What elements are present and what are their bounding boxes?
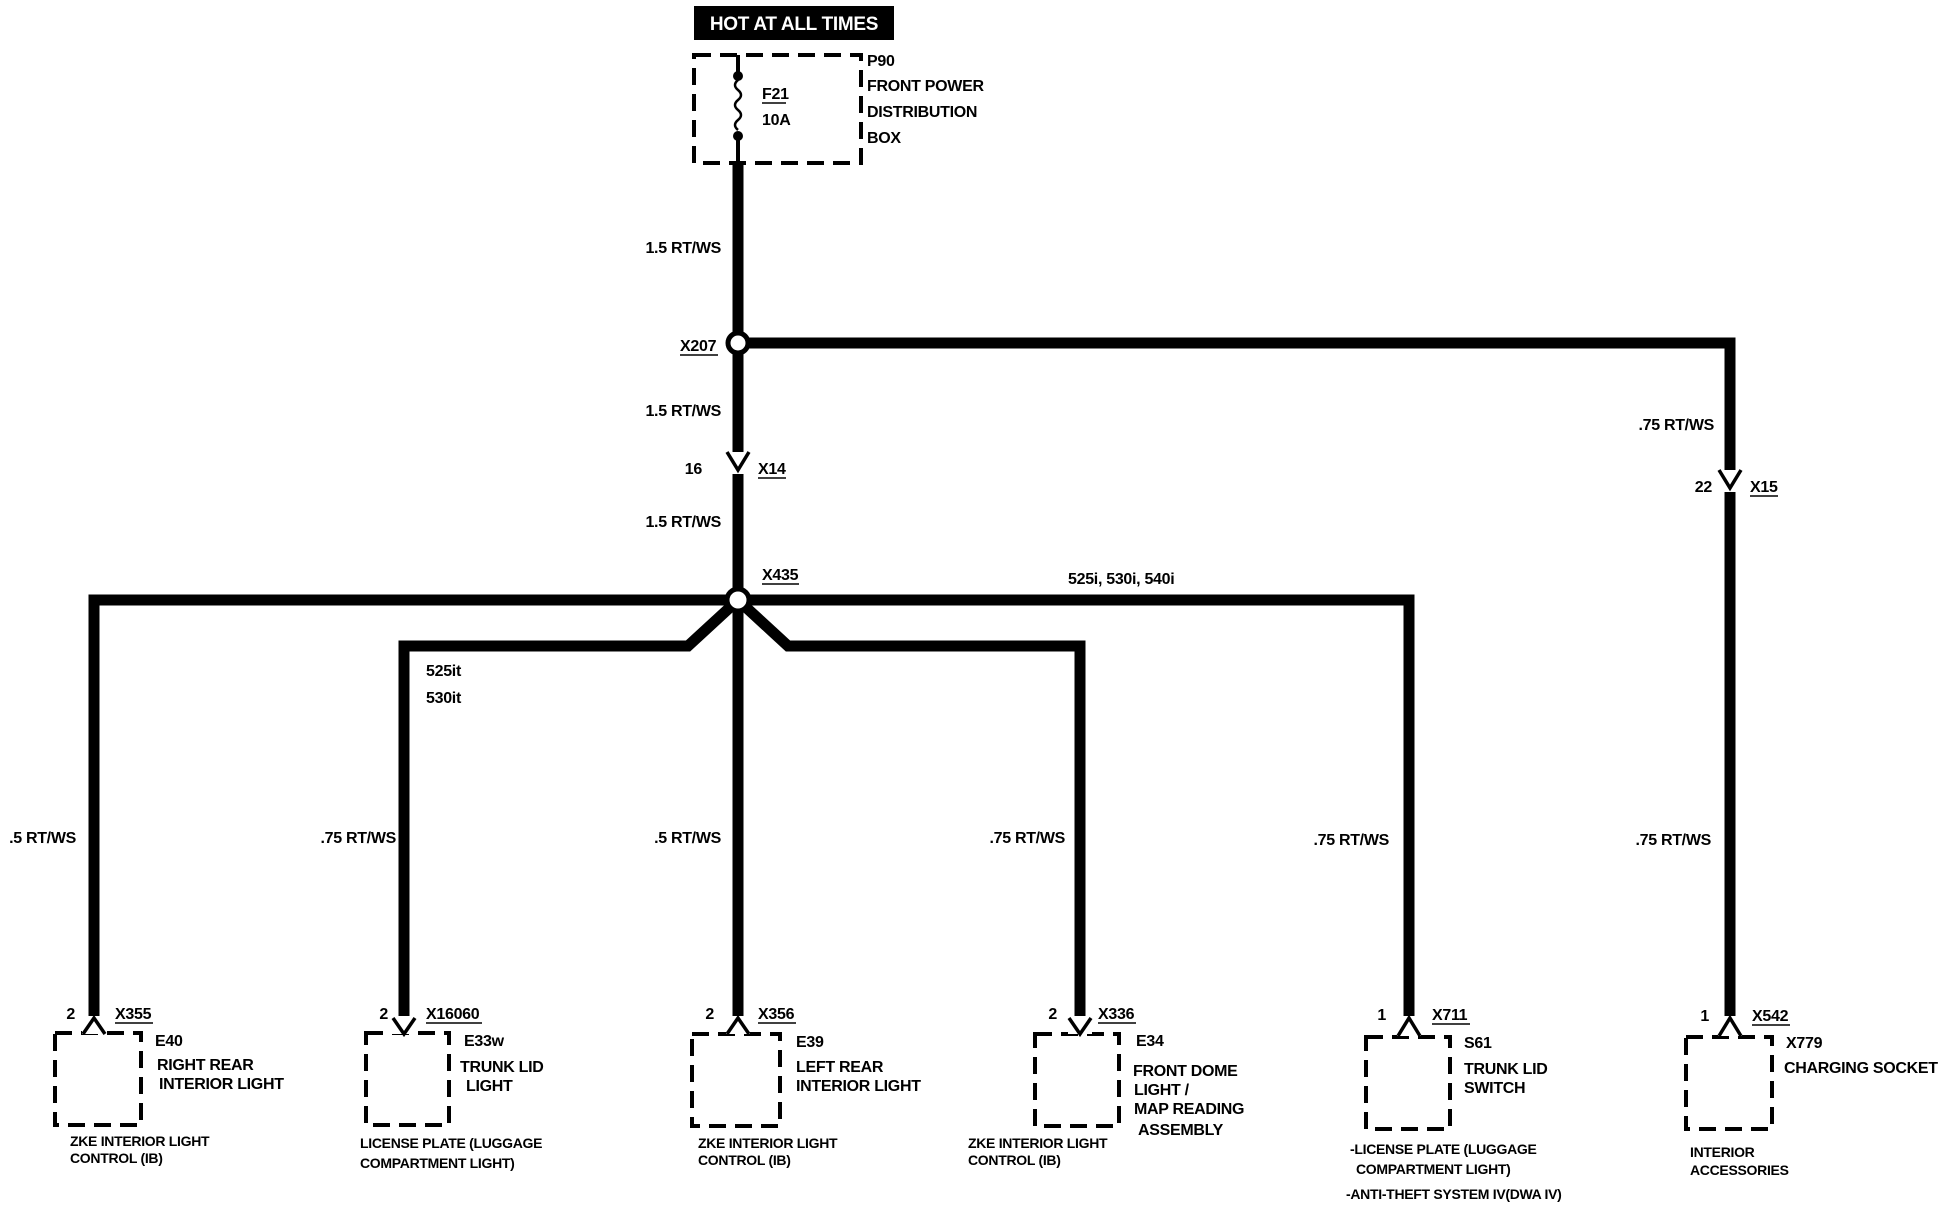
e34-connector: X336 [1098,1006,1135,1023]
e34-name-2: LIGHT / [1134,1082,1190,1099]
wire-label-3: 1.5 RT/WS [645,514,721,531]
e34-name-1: FRONT DOME [1133,1063,1238,1080]
s61-note-1: -LICENSE PLATE (LUGGAGE [1350,1141,1537,1157]
e40-note-2: CONTROL (IB) [70,1150,163,1166]
e33w-pin: 2 [379,1006,388,1023]
fuse-rating: 10A [762,112,791,129]
e39-id: E39 [796,1034,824,1051]
wire-harness [88,163,1736,1018]
fuse-f21-icon [733,79,743,131]
splice-x435 [724,586,752,614]
e34-pin: 2 [1048,1006,1057,1023]
connector-x15-id: X15 [1750,479,1778,496]
e39-connector: X356 [758,1006,795,1023]
e39-name-2: INTERIOR LIGHT [796,1078,921,1095]
e40-name-1: RIGHT REAR [157,1057,254,1074]
x779-note-2: ACCESSORIES [1690,1162,1789,1178]
s61-id: S61 [1464,1035,1492,1052]
e39-pin: 2 [705,1006,714,1023]
e33w-name-1: TRUNK LID [460,1059,544,1076]
fuse-box-name-line3: BOX [867,130,901,147]
connector-x14-pin: 16 [685,461,703,478]
s61-name-1: TRUNK LID [1464,1061,1548,1078]
e40-note-1: ZKE INTERIOR LIGHT [70,1133,210,1149]
component-e39: 2 X356 E39 LEFT REAR INTERIOR LIGHT ZKE … [690,1006,922,1168]
wire-label-e34: .75 RT/WS [989,830,1065,847]
splice-x435-label: X435 [762,567,799,584]
fuse-box-id: P90 [867,53,895,70]
e33w-note-1: LICENSE PLATE (LUGGAGE [360,1135,542,1151]
hot-at-all-times-badge: HOT AT ALL TIMES [694,6,894,40]
wire-label-e40: .5 RT/WS [9,830,77,847]
component-e40: 2 X355 E40 RIGHT REAR INTERIOR LIGHT ZKE… [53,1006,285,1166]
connector-x14: 16 X14 [685,451,786,479]
connector-x14-id: X14 [758,461,786,478]
e33w-id: E33w [464,1033,505,1050]
x779-name-1: CHARGING SOCKET [1784,1060,1938,1077]
variant-touring-2: 530it [426,690,462,707]
fuse-box-name-line1: FRONT POWER [867,78,984,95]
fuse-id: F21 [762,86,789,103]
s61-pin: 1 [1377,1007,1386,1024]
wire-label-right-feed: .75 RT/WS [1638,417,1714,434]
x779-note-1: INTERIOR [1690,1144,1755,1160]
splice-x207 [725,330,751,356]
x779-connector: X542 [1752,1008,1789,1025]
e34-name-4: ASSEMBLY [1138,1122,1224,1139]
s61-name-2: SWITCH [1464,1080,1525,1097]
wire-label-1: 1.5 RT/WS [645,240,721,257]
component-e34: 2 X336 E34 FRONT DOME LIGHT / MAP READIN… [968,1006,1245,1168]
e40-id: E40 [155,1033,183,1050]
variant-touring-1: 525it [426,663,462,680]
fuse-box-p90: F21 10A P90 FRONT POWER DISTRIBUTION BOX [692,53,985,165]
fuse-box-name-line2: DISTRIBUTION [867,104,977,121]
e33w-name-2: LIGHT [466,1078,513,1095]
connector-x15-pin: 22 [1695,479,1713,496]
e34-name-3: MAP READING [1134,1101,1244,1118]
e40-name-2: INTERIOR LIGHT [159,1076,284,1093]
wire-label-x779: .75 RT/WS [1635,832,1711,849]
s61-connector: X711 [1432,1007,1468,1024]
connector-x15: 22 X15 [1695,469,1778,497]
x779-id: X779 [1786,1035,1823,1052]
e34-note-1: ZKE INTERIOR LIGHT [968,1135,1108,1151]
wire-label-2: 1.5 RT/WS [645,403,721,420]
wire-label-e33w: .75 RT/WS [320,830,396,847]
variant-sedan: 525i, 530i, 540i [1068,571,1174,588]
e39-name-1: LEFT REAR [796,1059,884,1076]
e40-connector: X355 [115,1006,152,1023]
e33w-note-2: COMPARTMENT LIGHT) [360,1155,515,1171]
e33w-connector: X16060 [426,1006,480,1023]
wire-label-s61: .75 RT/WS [1313,832,1389,849]
s61-note-3: -ANTI-THEFT SYSTEM IV(DWA IV) [1346,1186,1562,1202]
e39-note-1: ZKE INTERIOR LIGHT [698,1135,838,1151]
e39-note-2: CONTROL (IB) [698,1152,791,1168]
component-x779: 1 X542 X779 CHARGING SOCKET INTERIOR ACC… [1684,1008,1939,1178]
splice-x207-label: X207 [680,338,717,355]
e34-note-2: CONTROL (IB) [968,1152,1061,1168]
component-e33w: 2 X16060 E33w TRUNK LID LIGHT LICENSE PL… [360,1006,544,1171]
component-s61: 1 X711 S61 TRUNK LID SWITCH -LICENSE PLA… [1346,1007,1562,1202]
s61-note-2: COMPARTMENT LIGHT) [1356,1161,1511,1177]
e34-id: E34 [1136,1033,1164,1050]
e40-pin: 2 [66,1006,75,1023]
wire-label-e39: .5 RT/WS [654,830,722,847]
x779-pin: 1 [1700,1008,1709,1025]
hot-at-all-times-label: HOT AT ALL TIMES [710,14,878,35]
